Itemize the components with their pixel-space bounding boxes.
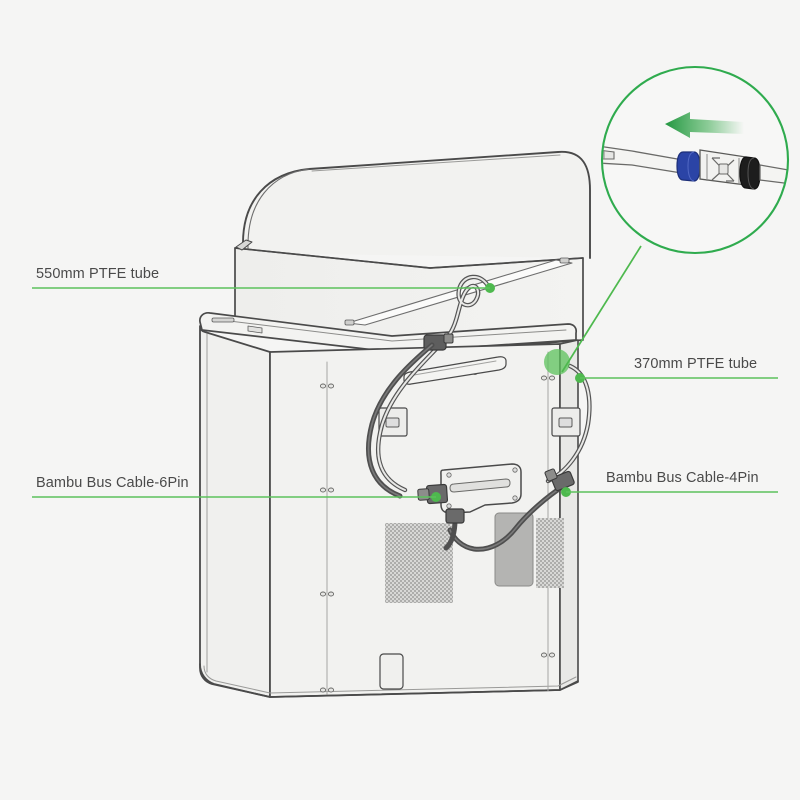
- inset-black-ring: [739, 156, 761, 190]
- inset-content: [603, 68, 787, 252]
- plug-4pin: [544, 468, 575, 492]
- ams-tab-left: [344, 319, 355, 326]
- inset-blue-ring: [676, 151, 701, 182]
- hub-slot: [449, 478, 511, 493]
- top-vent-slot: [211, 317, 235, 323]
- printer-bottom-rim-inner: [203, 665, 577, 694]
- insertion-arrow-icon: [665, 112, 744, 138]
- top-notch: [247, 325, 263, 334]
- bus-cables: [366, 342, 565, 552]
- bus-cable-6pin-wire-hi: [367, 344, 433, 497]
- ams-unit: [234, 151, 591, 353]
- ams-lid-lip: [235, 239, 253, 251]
- detail-inset: [561, 65, 790, 373]
- callout-label-ptfe-550: 550mm PTFE tube: [36, 266, 159, 282]
- callout-label-bus-6pin: Bambu Bus Cable-6Pin: [36, 475, 189, 491]
- printer-top-surface: [199, 312, 578, 353]
- ams-hub: [417, 463, 575, 524]
- tube-feed-slot: [403, 356, 507, 385]
- panel-screws: [319, 375, 556, 693]
- printer-assembly: [199, 151, 592, 698]
- printer-bottom-rim: [199, 663, 579, 698]
- inset-circle-border: [600, 65, 790, 255]
- marker-ptfe-370-port-halo: [544, 349, 570, 375]
- printer-left-face: [199, 325, 271, 698]
- bottom-access-door: [379, 653, 404, 690]
- printer-right-face: [559, 339, 579, 691]
- psu-block: [494, 512, 534, 587]
- vent-mesh-left: [385, 523, 453, 603]
- plug-hub-bottom: [445, 508, 465, 524]
- inset-tube-left: [603, 145, 701, 177]
- callout-label-bus-4pin: Bambu Bus Cable-4Pin: [606, 470, 759, 486]
- bus-cable-4pin-wire-hi: [449, 486, 563, 551]
- vent-mesh-right: [536, 518, 564, 588]
- ptfe-tube-550-lower-hi: [377, 347, 438, 491]
- port-plate-right: [551, 407, 581, 437]
- printer-body: [199, 312, 581, 698]
- callout-label-ptfe-370: 370mm PTFE tube: [634, 356, 757, 372]
- ams-body-top-edge: [234, 247, 584, 269]
- ams-lid-top-highlight: [311, 154, 561, 172]
- port-plate-left: [378, 407, 408, 437]
- printer-top-inner-line: [212, 318, 567, 342]
- callout-lines: [32, 287, 778, 498]
- ams-tab-right: [559, 257, 570, 264]
- inset-leader-line: [561, 245, 642, 373]
